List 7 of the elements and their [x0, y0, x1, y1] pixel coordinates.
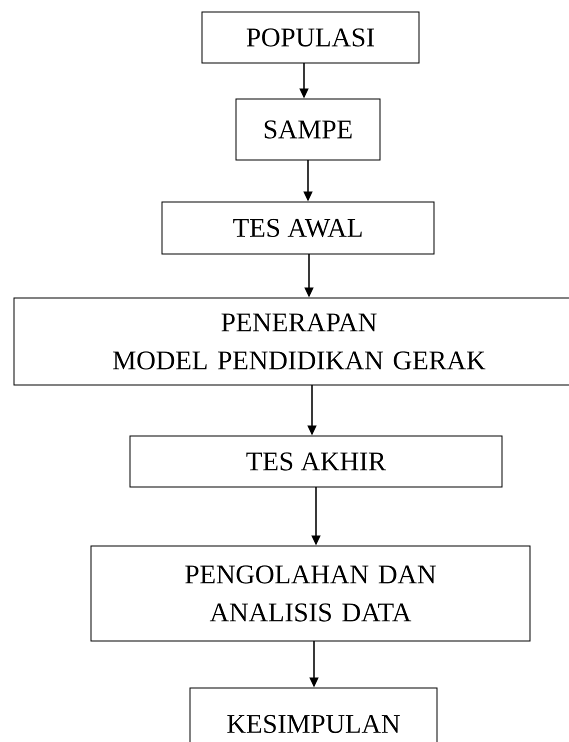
process-box: POPULASI — [202, 12, 420, 64]
process-box: PENERAPAN MODEL PENDIDIKAN GERAK — [14, 298, 569, 386]
process-box: PENGOLAHAN DAN ANALISIS DATA — [90, 546, 530, 642]
process-box: TES AKHIR — [130, 436, 502, 488]
process-box: KESIMPULAN — [190, 688, 438, 742]
process-box: TES AWAL — [162, 202, 434, 254]
process-box: SAMPE — [236, 98, 380, 160]
